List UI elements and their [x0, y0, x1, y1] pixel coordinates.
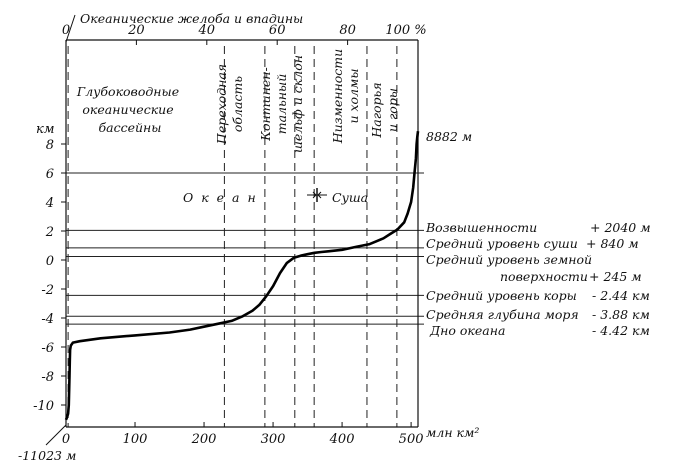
x-tick-label-1: 100	[123, 432, 148, 447]
svg-text:Низменностии холмы: Низменностии холмы	[330, 49, 361, 144]
ocean-land-arrows	[307, 191, 327, 199]
x-tick-label-4: 400	[329, 432, 355, 447]
top-tick-label-0: 0	[62, 23, 70, 38]
top-tick-label-3: 60	[269, 23, 286, 38]
y-tick-label-6: -4	[41, 312, 54, 327]
trench-label: -11023 м	[18, 448, 76, 463]
ocean-label: О к е а н	[183, 190, 258, 205]
x-axis-unit: млн км²	[426, 425, 479, 440]
x-tick-label-0: 0	[62, 432, 70, 447]
top-axis-title: Океанические желоба и впадины	[80, 11, 303, 26]
top-tick-label-4: 80	[339, 23, 356, 38]
svg-text:Переходнаяобласть: Переходнаяобласть	[214, 64, 245, 145]
y-axis-unit: км	[36, 122, 55, 137]
level-label-earth-2: поверхности	[500, 269, 588, 284]
trench-pointer-bottom	[45, 424, 67, 446]
y-tick-label-3: 2	[45, 225, 54, 240]
hypsographic-curve	[64, 131, 420, 421]
level-label-highlands: Возвышенности	[425, 220, 537, 235]
zone-layer	[67, 46, 398, 427]
y-tick-label-8: -8	[41, 370, 54, 385]
level-label-crust: Средний уровень коры	[426, 288, 577, 303]
y-tick-label-9: -10	[33, 399, 54, 414]
level-value-earth: + 245 м	[589, 269, 642, 284]
y-tick-label-2: 4	[45, 196, 54, 211]
top-tick-label-1: 20	[127, 23, 145, 38]
zone-label-lowlands: Низменностии холмы	[330, 49, 361, 144]
x-tick-label-5: 500	[399, 432, 424, 447]
trench-pointer	[65, 14, 76, 43]
level-value-land: + 840 м	[586, 236, 639, 251]
level-value-crust: - 2.44 км	[592, 288, 650, 303]
y-tick-label-0: 8	[46, 138, 54, 153]
curve-layer	[64, 131, 420, 421]
y-tick-label-5: -2	[41, 283, 54, 298]
y-tick-label-1: 6	[46, 167, 54, 182]
level-label-land: Средний уровень суши	[426, 236, 578, 251]
y-tick-label-4: 0	[46, 254, 54, 269]
top-tick-label-2: 40	[198, 23, 216, 38]
zone-label-shelf: Континен-тальныйшельф и склон	[258, 55, 305, 153]
level-label-sea-depth: Средняя глубина моря	[426, 307, 579, 322]
svg-text:Континен-тальныйшельф и склон: Континен-тальныйшельф и склон	[258, 55, 305, 153]
level-labels: Возвышенности + 2040 м Средний уровень с…	[425, 220, 651, 338]
level-value-ocean-floor: - 4.42 км	[592, 323, 650, 338]
x-tick-label-2: 200	[191, 432, 217, 447]
zone-label-deep-basins: Глубоководные океанические бассейны	[76, 84, 183, 135]
y-tick-label-7: -6	[41, 341, 54, 356]
top-tick-label-5: 100 %	[385, 23, 426, 38]
zone-label-transition: Переходнаяобласть	[214, 64, 245, 145]
zone-label-highlands: Нагорьяи горы	[369, 82, 400, 138]
land-label: Суша	[332, 190, 368, 205]
x-tick-label-3: 300	[261, 432, 286, 447]
level-value-sea-depth: - 3.88 км	[592, 307, 650, 322]
summit-label: 8882 м	[426, 129, 472, 144]
svg-text:Нагорьяи горы: Нагорьяи горы	[369, 82, 400, 138]
level-label-ocean-floor: Дно океана	[429, 323, 505, 338]
level-label-earth: Средний уровень земной	[426, 252, 592, 267]
level-value-highlands: + 2040 м	[590, 220, 651, 235]
